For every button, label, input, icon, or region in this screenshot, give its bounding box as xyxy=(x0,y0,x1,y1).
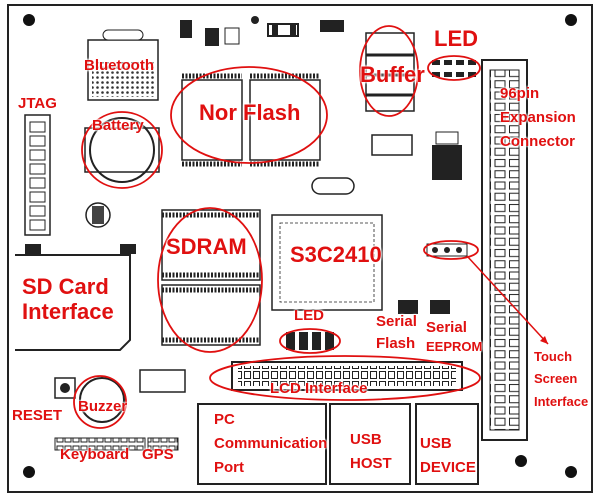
usb-device-label-2: DEVICE xyxy=(420,459,476,476)
sdram-label: SDRAM xyxy=(166,234,247,259)
touch-label-2: Screen xyxy=(534,371,578,386)
cpu-crystal xyxy=(311,177,355,195)
bluetooth-label: Bluetooth xyxy=(84,57,154,74)
serial-eeprom-label-2: EEPROM xyxy=(426,339,483,354)
expansion-connector xyxy=(481,59,528,441)
keyboard-label: Keyboard xyxy=(60,446,130,463)
expansion-label-1: 96pin xyxy=(500,85,540,102)
s3c2410-cpu xyxy=(271,214,383,311)
led-cluster-mid xyxy=(286,332,334,350)
mounting-hole xyxy=(565,14,577,26)
bluetooth-module xyxy=(87,29,159,101)
buffer-ellipse xyxy=(359,25,419,117)
led-cluster-top xyxy=(432,60,476,77)
touch-label-3: Interface xyxy=(534,394,589,409)
led-mid-label: LED xyxy=(294,307,324,324)
top-components xyxy=(180,16,344,46)
mounting-hole xyxy=(565,466,577,478)
nor-flash-chips xyxy=(181,73,321,167)
small-ic-bottom xyxy=(139,369,186,393)
jtag-label: JTAG xyxy=(18,95,57,112)
db9-serial-port xyxy=(197,403,327,485)
usb-host-port xyxy=(329,403,411,485)
lcd-interface-ellipse xyxy=(209,355,481,401)
touch-ellipse xyxy=(423,240,479,260)
usb-host-label-2: HOST xyxy=(350,455,392,472)
serial-eeprom-label-1: Serial xyxy=(426,319,467,336)
nor-flash-ellipse xyxy=(170,66,328,164)
jtag-header xyxy=(24,114,51,236)
buzzer-label: Buzzer xyxy=(78,398,128,415)
expansion-label-3: Connector xyxy=(500,133,575,150)
buzzer-ellipse xyxy=(73,375,127,429)
led-top-ellipse xyxy=(427,55,481,81)
pc-comm-label-2: Communication xyxy=(214,435,328,452)
serial-flash-label-1: Serial xyxy=(376,313,417,330)
reset-label: RESET xyxy=(12,407,63,424)
s3c2410-label: S3C2410 xyxy=(290,242,382,267)
pc-comm-label-3: Port xyxy=(214,459,244,476)
buffer-chips xyxy=(365,32,415,112)
nor-flash-label: Nor Flash xyxy=(199,100,301,125)
mounting-hole xyxy=(23,466,35,478)
touch-screen-header xyxy=(426,243,468,257)
battery-label: Battery xyxy=(92,117,144,134)
small-ic xyxy=(371,134,413,156)
sd-card-slot xyxy=(15,244,136,351)
lcd-connector xyxy=(231,361,463,391)
callout-ellipses xyxy=(73,25,481,429)
usb-host-label-1: USB xyxy=(350,431,382,448)
serial-eeprom-chip xyxy=(430,300,450,314)
sd-card-label-2: Interface xyxy=(22,299,114,324)
crystal-oscillator xyxy=(85,202,111,228)
reset-button xyxy=(54,377,76,399)
sd-card-label-1: SD Card xyxy=(22,274,109,299)
keyboard-header xyxy=(54,437,146,451)
led-top-label: LED xyxy=(434,26,478,51)
battery-ellipse xyxy=(81,111,163,189)
usb-device-port xyxy=(415,403,479,485)
voltage-regulator xyxy=(432,131,462,180)
usb-device-label-1: USB xyxy=(420,435,452,452)
expansion-label-2: Expansion xyxy=(500,109,576,126)
mounting-hole xyxy=(23,14,35,26)
buffer-label: Buffer xyxy=(360,62,425,87)
sdram-ellipse xyxy=(157,207,263,353)
touch-arrow xyxy=(466,255,549,345)
lcd-interface-label: LCD Interface xyxy=(270,380,368,397)
touch-label-1: Touch xyxy=(534,349,573,364)
serial-flash-chip xyxy=(398,300,418,314)
mounting-hole xyxy=(515,455,527,467)
buzzer xyxy=(79,377,125,423)
gps-header xyxy=(147,437,179,451)
battery-holder xyxy=(84,117,160,183)
led-mid-ellipse xyxy=(279,328,341,354)
pc-comm-label-1: PC xyxy=(214,411,235,428)
sdram-chips xyxy=(161,209,261,346)
serial-flash-label-2: Flash xyxy=(376,335,416,352)
gps-label: GPS xyxy=(142,446,174,463)
